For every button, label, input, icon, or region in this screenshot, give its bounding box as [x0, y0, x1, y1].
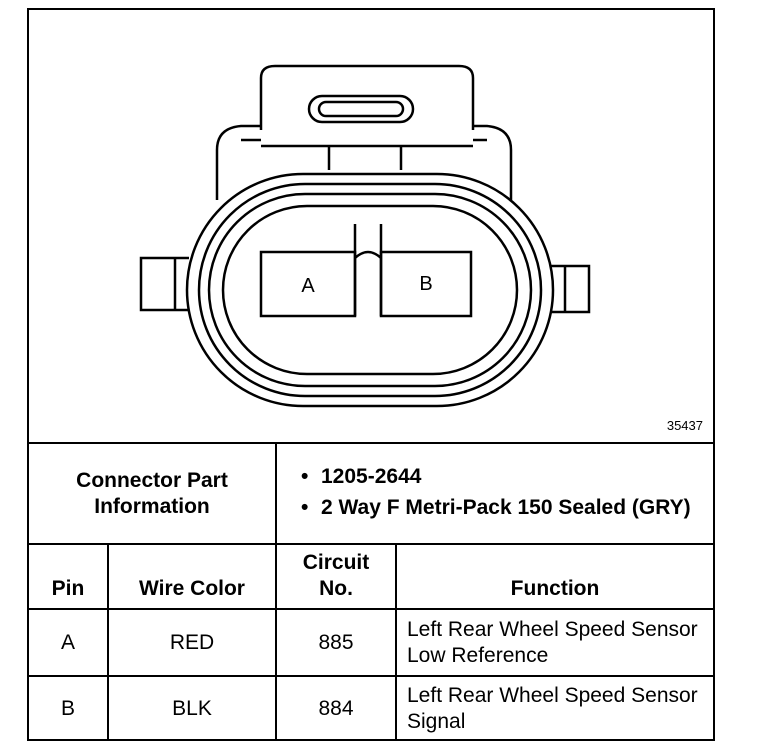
connector-info-label: Connector Part Information: [76, 468, 228, 518]
header-wire-color: Wire Color: [139, 577, 245, 600]
divider: [29, 675, 713, 677]
connector-description: 2 Way F Metri-Pack 150 Sealed (GRY): [297, 494, 691, 521]
connector-left-ear: [139, 256, 189, 312]
connector-info-list: 1205-2644 2 Way F Metri-Pack 150 Sealed …: [297, 444, 707, 543]
row-a-function: Left Rear Wheel Speed Sensor Low Referen…: [407, 617, 698, 667]
connector-drawing: A B: [139, 64, 591, 408]
row-b-wire-color: BLK: [172, 697, 212, 720]
row-b-pin: B: [60, 697, 75, 720]
row-a-pin: A: [60, 630, 75, 654]
connector-outer-shell: [185, 172, 555, 408]
figure-number: 35437: [666, 418, 703, 433]
connector-right-ear: [551, 264, 591, 314]
connector-lock-tab: [259, 64, 475, 130]
row-a-circuit: 885: [318, 630, 354, 654]
divider: [29, 543, 713, 545]
row-b-circuit: 884: [318, 697, 354, 720]
divider: [275, 442, 277, 545]
row-b-function: Left Rear Wheel Speed Sensor Signal: [407, 684, 698, 733]
divider: [275, 543, 277, 741]
part-number: 1205-2644: [297, 463, 691, 490]
cavity-a-label: A: [301, 275, 315, 297]
row-a-wire-color: RED: [169, 630, 215, 654]
header-pin: Pin: [51, 577, 85, 600]
cavity-b-label: B: [419, 273, 432, 295]
connector-diagram-frame: A B 35437 Connector Part Information 120…: [27, 8, 715, 741]
connector-lock-slot: [307, 94, 415, 124]
divider: [29, 442, 713, 444]
divider: [29, 608, 713, 610]
divider: [107, 543, 109, 741]
header-function: Function: [510, 577, 600, 600]
header-circuit: Circuit No.: [302, 551, 370, 600]
divider: [395, 543, 397, 741]
